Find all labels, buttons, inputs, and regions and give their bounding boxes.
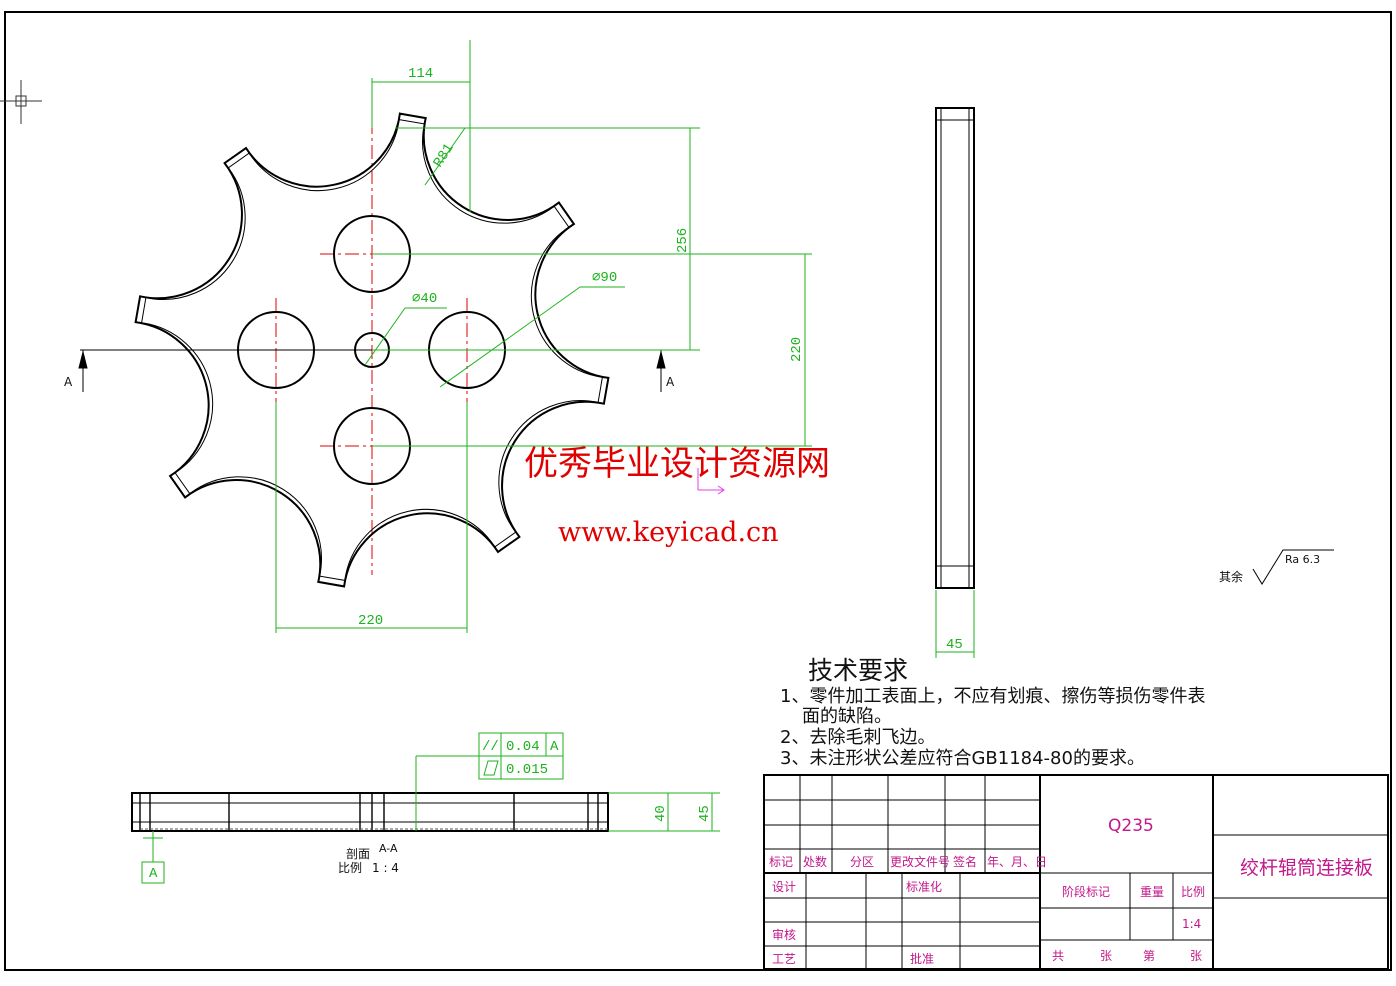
tech-line-1: 1、零件加工表面上，不应有划痕、擦伤等损伤零件表 — [780, 686, 1205, 707]
parallel-symbol-icon: // — [482, 739, 499, 755]
roughness-value: Ra 6.3 — [1285, 553, 1320, 566]
tb-sheet-unit: 张 — [1190, 949, 1202, 963]
section-arrow-left-icon — [78, 350, 88, 392]
tb-sheet-no: 第 — [1143, 949, 1155, 963]
crosshair-cursor-icon — [0, 80, 42, 124]
section-scale-label: 比例 — [338, 861, 362, 875]
tech-line-1b: 面的缺陷。 — [802, 706, 892, 727]
side-view: 45 — [935, 107, 975, 658]
parallel-datum: A — [550, 739, 559, 755]
flatness-tolerance: 0.015 — [506, 762, 548, 778]
roughness-symbol-icon — [1252, 549, 1334, 585]
dim-256: 256 — [675, 228, 691, 253]
tb-standard: 标准化 — [906, 880, 942, 894]
section-view: 40 45 // 0.04 A 0.015 A 剖面 A-A 比例 1 : 4 — [131, 732, 720, 884]
ucs-icon — [697, 468, 725, 495]
dimension-lines — [275, 40, 812, 633]
section-scale: 1 : 4 — [372, 861, 399, 875]
tb-weight: 重量 — [1140, 885, 1164, 899]
tech-line-2: 2、去除毛刺飞边。 — [780, 727, 935, 748]
dim-220-vertical: 220 — [789, 337, 805, 362]
dim-220-horizontal: 220 — [358, 613, 383, 629]
tb-approve: 批准 — [910, 951, 934, 966]
dim-phi90: ⌀90 — [592, 270, 617, 286]
datum-box-label: A — [149, 866, 158, 882]
tb-stage: 阶段标记 — [1062, 884, 1110, 899]
tb-mark: 标记 — [769, 855, 793, 869]
star-plate-outline — [134, 112, 610, 588]
dim-r81: R81 — [431, 141, 458, 171]
title-block — [763, 774, 1389, 970]
dim-40: 40 — [653, 805, 669, 822]
tb-total: 共 — [1052, 949, 1064, 963]
section-arrow-right-icon — [656, 350, 666, 392]
dim-45: 45 — [697, 805, 713, 822]
tb-doc: 更改文件号 — [890, 854, 950, 869]
flatness-symbol-icon — [483, 760, 499, 776]
tb-ratio-value: 1:4 — [1182, 917, 1201, 931]
star-plate-chamfer — [141, 119, 603, 581]
tb-process: 工艺 — [772, 952, 796, 966]
dim-side-45: 45 — [946, 637, 963, 653]
section-view-label: A-A — [379, 842, 398, 855]
dim-phi40: ⌀40 — [412, 291, 437, 307]
material: Q235 — [1108, 816, 1154, 836]
tech-line-3: 3、未注形状公差应符合GB1184-80的要求。 — [780, 748, 1145, 769]
tb-ratio: 比例 — [1181, 885, 1205, 899]
tb-date: 年、月、日 — [987, 855, 1047, 869]
section-label-right: A — [666, 375, 675, 389]
section-name: 剖面 — [346, 847, 370, 861]
section-label-left: A — [64, 375, 73, 389]
title-block-text: Q235 绞杆辊筒连接板 标记 处数 分区 更改文件号 签名 年、月、日 设计 … — [769, 816, 1373, 966]
watermark-url[interactable]: www.keyicad.cn — [558, 517, 779, 548]
tech-title: 技术要求 — [808, 656, 908, 685]
tb-design: 设计 — [772, 880, 796, 894]
tb-count: 处数 — [803, 854, 827, 869]
tb-sheets: 张 — [1100, 949, 1112, 963]
dim-114: 114 — [408, 66, 433, 82]
sheet-border — [4, 11, 1392, 971]
watermark-title: 优秀毕业设计资源网 — [524, 444, 830, 484]
parallel-tolerance: 0.04 — [506, 739, 540, 755]
tb-sign: 签名 — [953, 854, 977, 869]
roughness-label: 其余 — [1219, 569, 1243, 584]
tb-review: 审核 — [772, 927, 796, 942]
tb-zone: 分区 — [850, 855, 874, 869]
tech-requirements: 技术要求 1、零件加工表面上，不应有划痕、擦伤等损伤零件表 面的缺陷。 2、去除… — [780, 656, 1205, 769]
roughness-note: 其余 Ra 6.3 — [1219, 549, 1334, 585]
part-name: 绞杆辊筒连接板 — [1240, 857, 1373, 879]
